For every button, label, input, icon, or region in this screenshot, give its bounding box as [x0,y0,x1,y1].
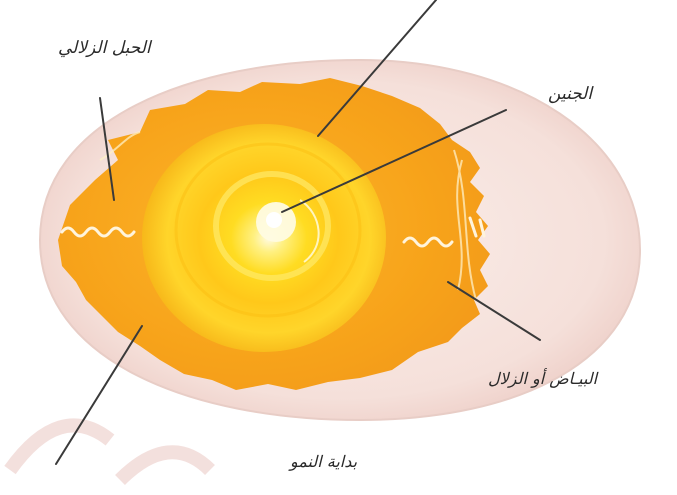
chalazae-label: الحبل الزلالي [58,38,151,58]
albumen-label: البيـاض أو الزلال [488,369,597,388]
embryo-core [266,212,282,228]
embryo-label: الجنين [548,84,592,104]
watermark [10,425,210,480]
figure-caption: بداية النمو [290,452,357,471]
